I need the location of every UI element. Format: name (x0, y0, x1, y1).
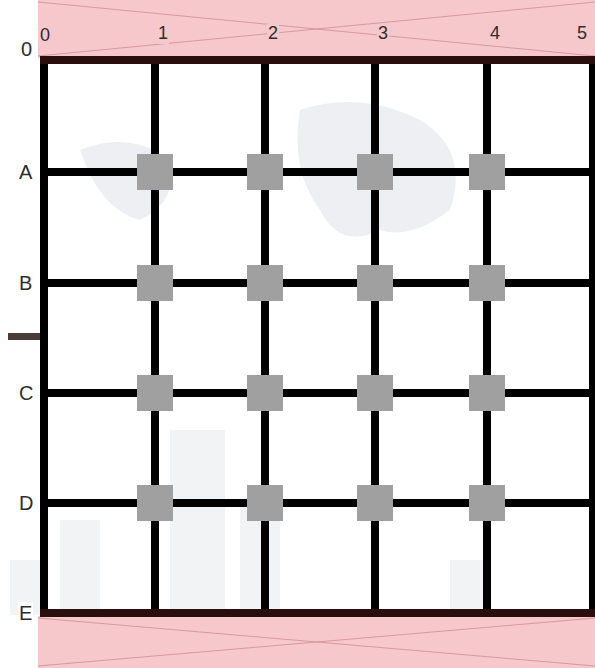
row-label: D (18, 492, 34, 514)
grid-row-line (40, 56, 595, 64)
grid-column-line (261, 56, 269, 617)
grid-row-line (40, 168, 595, 176)
row-label: B (18, 272, 33, 294)
row-label: C (18, 382, 34, 404)
intersection-square (137, 485, 173, 521)
top-band (38, 0, 595, 58)
intersection-square (469, 375, 505, 411)
intersection-square (357, 154, 393, 190)
intersection-square (469, 265, 505, 301)
intersection-square (247, 485, 283, 521)
intersection-square (247, 375, 283, 411)
intersection-square (247, 154, 283, 190)
side-tick (8, 333, 40, 340)
column-number: 5 (576, 24, 588, 44)
intersection-square (137, 265, 173, 301)
intersection-square (469, 154, 505, 190)
grid-row-line (40, 499, 595, 507)
row-label: A (18, 161, 33, 183)
intersection-square (357, 375, 393, 411)
grid-column-line (589, 56, 595, 617)
band-cross (38, 2, 595, 666)
intersection-square (137, 375, 173, 411)
bottom-band (38, 616, 595, 668)
row-label: E (18, 602, 33, 624)
column-number: 4 (489, 24, 501, 44)
grid-column-line (483, 56, 491, 617)
background-illustration (10, 102, 485, 615)
intersection-square (137, 154, 173, 190)
node-squares (137, 154, 505, 521)
intersection-square (247, 265, 283, 301)
row-label: 0 (20, 38, 33, 60)
intersection-square (469, 485, 505, 521)
grid-column-line (40, 56, 48, 617)
column-number: 3 (377, 24, 389, 44)
grid-column-line (151, 56, 159, 617)
grid-row-line (40, 389, 595, 397)
intersection-square (357, 485, 393, 521)
column-number: 0 (39, 26, 51, 46)
grid-lines (40, 56, 595, 617)
intersection-square (357, 265, 393, 301)
column-number: 2 (267, 24, 279, 44)
grid-row-line (40, 279, 595, 287)
grid-row-line (40, 609, 595, 617)
grid-column-line (371, 56, 379, 617)
column-number: 1 (157, 24, 169, 44)
